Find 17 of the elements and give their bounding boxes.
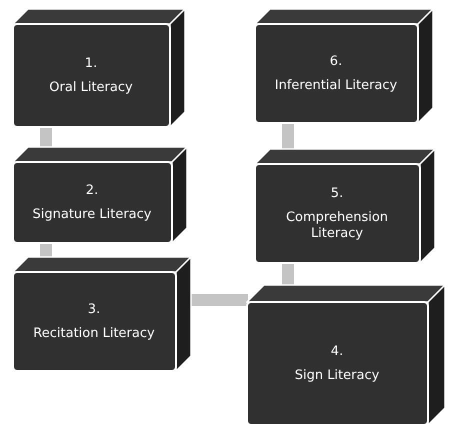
step-number: 4. xyxy=(330,344,344,360)
connector-bar xyxy=(190,294,248,306)
connector-bar xyxy=(40,242,52,258)
step-title: Sign Literacy xyxy=(294,368,380,384)
step-number: 2. xyxy=(86,182,98,199)
connector-bar xyxy=(40,126,52,148)
step-number: 6. xyxy=(330,54,342,70)
step-title: Inferential Literacy xyxy=(274,78,398,94)
step-title: Oral Literacy xyxy=(49,80,133,96)
step-title: Signature Literacy xyxy=(32,207,152,224)
step-title: Recitation Literacy xyxy=(33,326,155,342)
connector-bar xyxy=(282,122,294,150)
step-number: 3. xyxy=(88,302,100,318)
connector-bar xyxy=(282,262,294,286)
step-number: 1. xyxy=(84,56,98,72)
step-number: 5. xyxy=(330,186,344,202)
step-title: Comprehension Literacy xyxy=(284,210,390,242)
